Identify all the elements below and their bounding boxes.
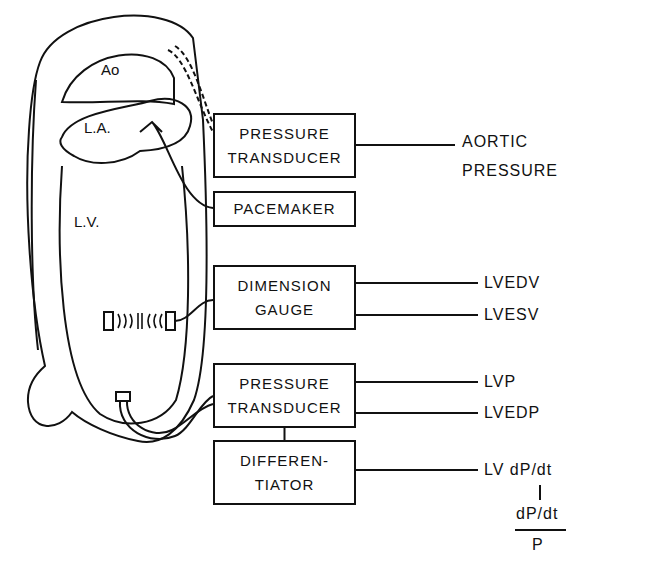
aortic-catheter: [175, 46, 213, 124]
process-box: DIMENSION GAUGE: [213, 265, 356, 330]
process-box: DIFFEREN- TIATOR: [213, 440, 356, 505]
heart-outline: [27, 16, 206, 442]
process-box: PRESSURE TRANSDUCER: [213, 113, 356, 178]
process-box: PRESSURE TRANSDUCER: [213, 363, 356, 428]
box-label: PRESSURE TRANSDUCER: [221, 372, 348, 419]
box-label: PACEMAKER: [233, 197, 335, 220]
signal-name: LV dP/dt: [484, 456, 552, 485]
anatomy-label: Ao: [101, 56, 119, 83]
crystal: [166, 312, 175, 330]
aortic-catheter: [168, 50, 213, 132]
signal-name: LVEDV: [484, 269, 540, 298]
signal-name: AORTIC PRESSURE: [462, 128, 562, 186]
signal-name: LVESV: [484, 301, 539, 330]
box-label: DIMENSION GAUGE: [221, 274, 348, 321]
signal-name: P: [532, 531, 544, 560]
signal-name: LVEDP: [484, 399, 540, 428]
output-lines: [356, 145, 566, 530]
signal-name: dP/dt: [516, 500, 558, 529]
box-label: DIFFEREN- TIATOR: [221, 449, 348, 496]
aortic-arch: [62, 54, 174, 104]
lv-cavity: [60, 166, 188, 423]
box-label: PRESSURE TRANSDUCER: [221, 122, 348, 169]
catheter-line: [32, 80, 38, 350]
anatomy-label: L.A.: [84, 114, 111, 141]
gauge-wire: [175, 300, 213, 321]
lv-catheter: [127, 401, 213, 433]
crystal: [104, 312, 113, 330]
left-atrium: [60, 99, 191, 163]
pacemaker-wire: [140, 122, 213, 208]
connector: [284, 428, 285, 440]
process-box: PACEMAKER: [213, 191, 356, 227]
signal-name: LVP: [484, 368, 516, 397]
anatomy-label: L.V.: [74, 208, 99, 235]
lv-transducer: [116, 392, 130, 401]
lv-catheter: [120, 396, 213, 439]
ultrasound-waves: [118, 313, 162, 329]
